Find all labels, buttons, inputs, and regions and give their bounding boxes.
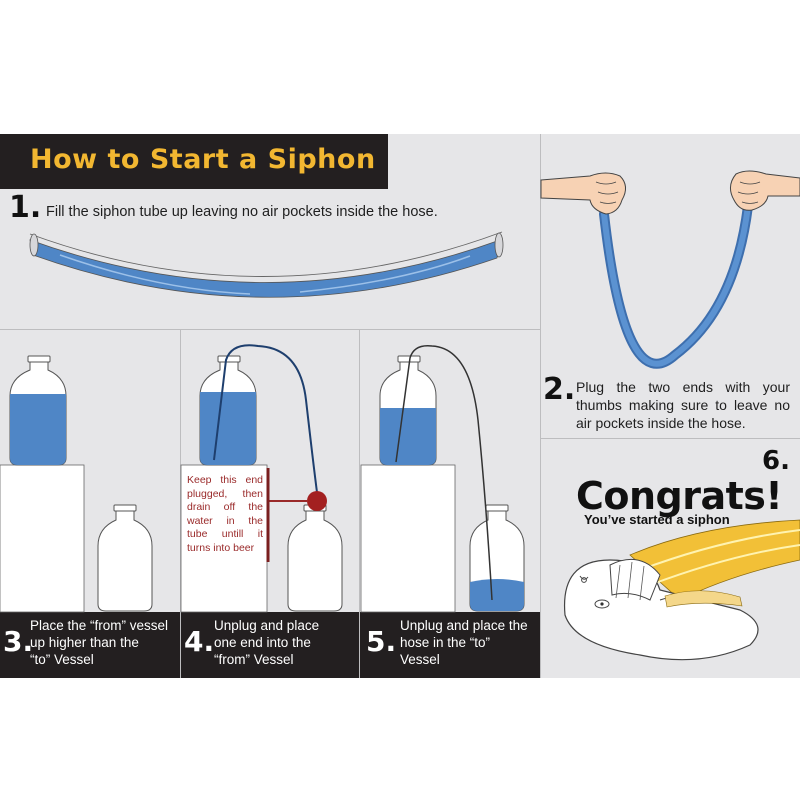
congrats-headline: Congrats! <box>576 474 783 518</box>
filled-tube <box>29 231 504 298</box>
plugged-end-dot <box>307 491 327 511</box>
celebration-drawing <box>563 519 800 661</box>
step-1-number: 1. <box>9 190 42 225</box>
congrats-subline: You’ve started a siphon <box>584 512 730 527</box>
step-3-text: Place the “from” vessel up higher than t… <box>30 618 169 667</box>
title-bar: How to Start a Siphon <box>0 134 388 189</box>
panel-dividers <box>0 134 800 678</box>
callout-note: Keep this end plugged, then drain off th… <box>187 474 263 554</box>
to-jug <box>97 507 153 612</box>
step-4-text: Unplug and place one end into the “from”… <box>214 618 320 667</box>
caption-strip <box>0 612 540 678</box>
step-5-number: 5. <box>366 625 397 658</box>
hands-holding-tube <box>540 170 800 369</box>
step-4-number: 4. <box>184 625 215 658</box>
page-title: How to Start a Siphon <box>30 144 376 175</box>
step3-scene <box>0 355 153 613</box>
step-1-text: Fill the siphon tube up leaving no air p… <box>46 204 438 220</box>
step-5-text: Unplug and place the hose in the “to” Ve… <box>400 618 528 667</box>
step-6-number: 6. <box>762 446 790 476</box>
step-2-number: 2. <box>543 372 576 407</box>
step5-scene <box>360 345 525 613</box>
step-3-number: 3. <box>3 625 34 658</box>
stand <box>0 464 85 613</box>
step4-scene <box>180 344 343 613</box>
step-2-text: Plug the two ends with your thumbs makin… <box>576 379 790 431</box>
hose <box>213 344 319 501</box>
